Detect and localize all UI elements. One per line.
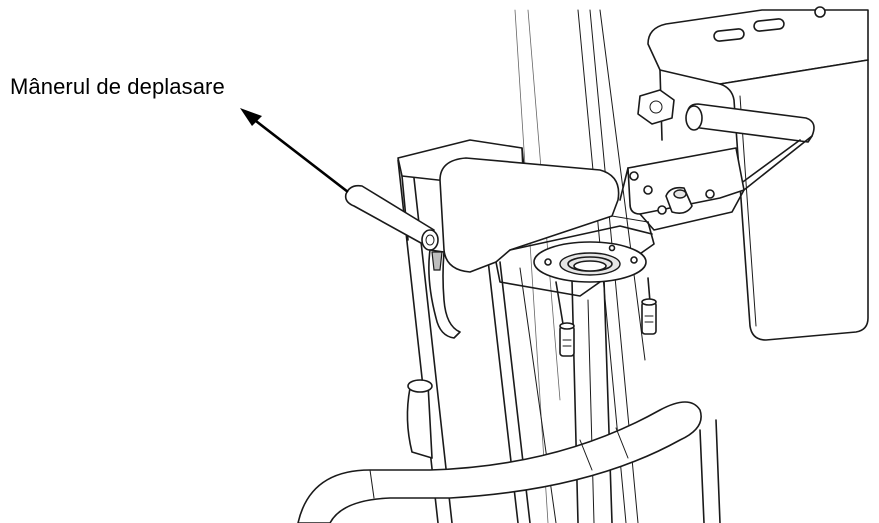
lock-bracket — [619, 147, 745, 231]
mounting-screws — [555, 277, 657, 357]
right-top-box — [647, 6, 869, 141]
callout-arrow — [240, 108, 349, 194]
inner-tube — [571, 279, 613, 523]
right-display-panel — [719, 59, 869, 341]
bracket-plate — [439, 157, 655, 297]
flange-bearing — [533, 241, 647, 283]
hex-nut — [637, 89, 675, 125]
bottom-handlebar — [297, 401, 702, 523]
callout-label-moving-handle: Mânerul de deplasare — [10, 74, 225, 99]
lower-base — [699, 419, 721, 523]
side-cylinder — [406, 379, 433, 459]
panel-support-bar — [685, 103, 815, 191]
moving-handle — [344, 184, 461, 339]
